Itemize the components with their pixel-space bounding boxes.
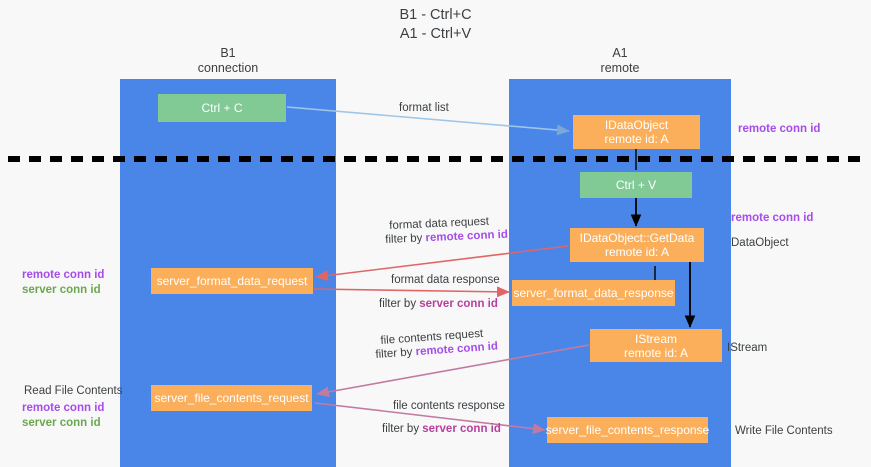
edge-label-file-contents-response-filter: filter by server conn id: [382, 422, 501, 437]
edge-label-format-list: format list: [399, 102, 449, 114]
filter-key-server-conn-id: server conn id: [422, 423, 501, 435]
annotation-text: Read File Contents: [24, 385, 123, 397]
node-sfdreq-label: server_format_data_request: [156, 274, 308, 288]
edge-label-file-contents-response: file contents response: [393, 400, 505, 412]
node-ctrl-v[interactable]: Ctrl + V: [580, 172, 692, 198]
filter-key-server-conn-id: server conn id: [419, 298, 498, 310]
annotation-server-conn-id: server conn id: [22, 284, 101, 296]
annotation-istream: IStream: [727, 341, 767, 356]
node-idataobject-getdata[interactable]: IDataObject::GetData remote id: A: [570, 228, 704, 262]
annotation-left-mid-conn-ids: remote conn id server conn id: [22, 268, 104, 298]
node-getdata-sub: remote id: A: [604, 245, 670, 259]
node-sfcreq-label: server_file_contents_request: [154, 391, 309, 405]
filter-prefix: filter by: [379, 298, 420, 310]
annotation-server-conn-id: server conn id: [22, 417, 101, 429]
filter-key-remote-conn-id: remote conn id: [425, 228, 509, 245]
annotation-dataobject: DataObject: [731, 236, 789, 251]
annotation-write-file-contents: Write File Contents: [735, 424, 833, 439]
edge-label-format-data-response: format data response: [391, 274, 500, 286]
node-idataobject[interactable]: IDataObject remote id: A: [573, 115, 700, 149]
node-idataobject-sub: remote id: A: [604, 132, 669, 146]
node-getdata-label: IDataObject::GetData: [579, 231, 695, 245]
annotation-top-right-remote-conn-id: remote conn id: [738, 122, 820, 137]
arrow-file-contents-request: [316, 344, 590, 398]
annotation-text: remote conn id: [738, 123, 821, 135]
lane-a1-sub: remote: [600, 61, 640, 75]
annotation-text: remote conn id: [731, 212, 814, 224]
annotation-left-bottom-conn-ids: remote conn id server conn id: [22, 401, 104, 431]
node-server-file-contents-request[interactable]: server_file_contents_request: [151, 385, 312, 411]
annotation-text: Write File Contents: [735, 425, 833, 437]
title-line-1: B1 - Ctrl+C: [399, 7, 472, 23]
diagram-title: B1 - Ctrl+C A1 - Ctrl+V: [0, 6, 871, 44]
lane-header-b1: B1 connection: [120, 46, 336, 76]
filter-prefix: filter by: [385, 232, 426, 246]
node-istream-label: IStream: [634, 331, 677, 346]
node-ctrl-v-label: Ctrl + V: [615, 178, 657, 192]
lane-header-a1: A1 remote: [509, 46, 731, 76]
annotation-mid-right-remote-conn-id: remote conn id: [731, 211, 813, 226]
node-istream-sub: remote id: A: [623, 345, 689, 360]
node-ctrl-c-label: Ctrl + C: [201, 101, 243, 115]
node-istream[interactable]: IStream remote id: A: [590, 329, 722, 362]
node-server-file-contents-response[interactable]: server_file_contents_response: [545, 417, 710, 443]
filter-prefix: filter by: [375, 346, 417, 361]
arrow-file-contents-response: [314, 402, 546, 435]
lane-b1-name: B1: [220, 46, 236, 60]
lane-b1-sub: connection: [197, 61, 259, 75]
node-sfdresp-label: server_format_data_response: [513, 286, 674, 300]
filter-prefix: filter by: [382, 423, 423, 435]
annotation-remote-conn-id: remote conn id: [22, 269, 105, 281]
lane-a1-name: A1: [612, 46, 628, 60]
annotation-remote-conn-id: remote conn id: [22, 402, 105, 414]
edge-label-format-data-response-filter: filter by server conn id: [379, 297, 498, 312]
node-server-format-data-response[interactable]: server_format_data_response: [512, 280, 675, 306]
arrow-format-list: [286, 106, 570, 136]
node-ctrl-c[interactable]: Ctrl + C: [158, 94, 286, 122]
node-idataobject-label: IDataObject: [604, 118, 669, 132]
title-line-2: A1 - Ctrl+V: [399, 26, 472, 42]
node-sfcresp-label: server_file_contents_response: [545, 423, 710, 437]
annotation-read-file-contents: Read File Contents: [24, 384, 122, 399]
node-server-format-data-request[interactable]: server_format_data_request: [151, 268, 313, 294]
arrow-format-data-response: [313, 286, 510, 298]
arrow-format-data-request: [315, 245, 569, 281]
annotation-text: DataObject: [731, 237, 789, 249]
annotation-text: IStream: [727, 342, 768, 354]
